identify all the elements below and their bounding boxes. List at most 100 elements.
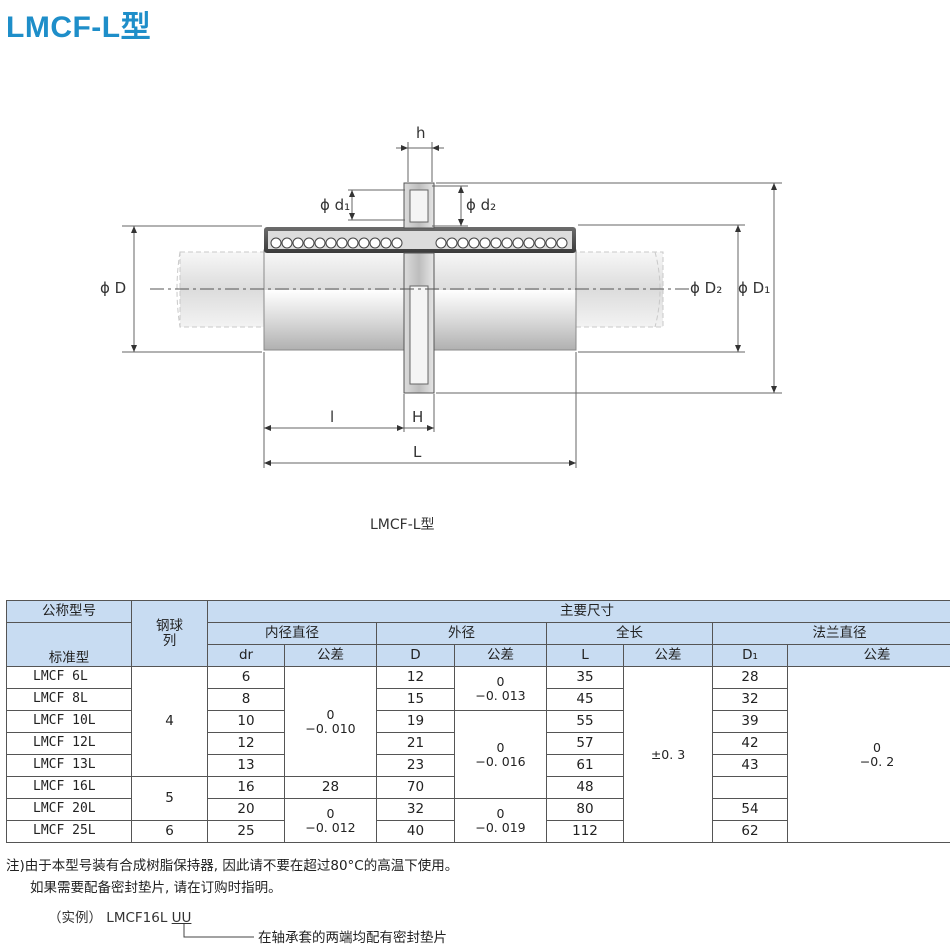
table-row: LMCF 13L 13 23 61 43 — [6, 754, 950, 777]
dr-cell: 6 — [207, 666, 285, 689]
model-cell: LMCF 20L — [6, 798, 132, 821]
balls-cell: 5 — [131, 776, 208, 821]
balls-cell: 4 — [131, 666, 208, 777]
table-row: LMCF 16L 5 16 28 70 48 — [6, 776, 950, 821]
L-cell: 57 — [546, 732, 624, 755]
header-L-tol: 公差 — [623, 644, 713, 667]
D-cell: 21 — [376, 732, 455, 755]
D1-cell: 32 — [712, 688, 788, 711]
L-cell: 55 — [546, 710, 624, 733]
ball — [292, 237, 304, 249]
ball — [490, 237, 502, 249]
ball — [325, 237, 337, 249]
model-cell: LMCF 25L — [6, 820, 132, 843]
D-tol-cell: 0−0. 013 — [454, 666, 547, 711]
arrowheads — [131, 145, 777, 466]
ball — [534, 237, 546, 249]
D-cell: 23 — [376, 754, 455, 777]
ball — [512, 237, 524, 249]
ball — [435, 237, 447, 249]
dimension-lines — [122, 142, 782, 468]
ball — [501, 237, 513, 249]
D-cell: 19 — [376, 710, 455, 733]
D1-cell: 28 — [712, 666, 788, 689]
model-cell: LMCF 8L — [6, 688, 132, 711]
dim-label-d2: ϕ d₂ — [466, 196, 496, 214]
D-cell: 12 — [376, 666, 455, 689]
order-example: （实例） LMCF16L UU — [48, 906, 191, 926]
ball — [468, 237, 480, 249]
ball — [314, 237, 326, 249]
dim-label-h: h — [416, 124, 426, 142]
dr-cell: 12 — [207, 732, 285, 755]
header-nominal: 公称型号 — [6, 600, 132, 623]
D-cell: 15 — [376, 688, 455, 711]
L-cell: 112 — [546, 820, 624, 843]
D1-cell: 62 — [712, 820, 788, 843]
header-dr-tol: 公差 — [284, 644, 377, 667]
dr-cell: 20 — [207, 798, 285, 821]
dim-label-H: H — [412, 408, 423, 426]
D1-cell: 54 — [712, 798, 788, 821]
note-line-2: 如果需要配备密封垫片, 请在订购时指明。 — [30, 880, 282, 896]
D-tol-cell: 0−0. 016 — [454, 710, 547, 799]
L-cell: 80 — [546, 798, 624, 821]
example-suffix: UU — [171, 910, 192, 926]
dr-cell: 25 — [207, 820, 285, 843]
L-cell: 70 — [376, 776, 455, 799]
example-description: 在轴承套的两端均配有密封垫片 — [258, 930, 447, 946]
ball — [545, 237, 557, 249]
figure-caption: LMCF-L型 — [370, 517, 435, 533]
ball — [446, 237, 458, 249]
ball — [523, 237, 535, 249]
dr-cell: 13 — [207, 754, 285, 777]
header-balls: 钢球列 — [131, 600, 208, 667]
example-prefix: （实例） — [48, 910, 102, 926]
dr-tol-cell: 0−0. 012 — [284, 798, 377, 843]
D-cell: 40 — [376, 820, 455, 843]
dim-label-D2: ϕ D₂ — [690, 279, 722, 297]
ball — [457, 237, 469, 249]
dr-cell: 10 — [207, 710, 285, 733]
D-cell: 28 — [284, 776, 377, 799]
dr-cell: 8 — [207, 688, 285, 711]
L-tol-cell: ±0. 3 — [623, 666, 713, 843]
L-cell: 45 — [546, 688, 624, 711]
header-D: D — [376, 644, 455, 667]
ball — [336, 237, 348, 249]
D1-tol-cell: 0−0. 2 — [787, 666, 950, 843]
D1-cell: 48 — [546, 776, 624, 799]
header-standard: 标准型 — [6, 622, 132, 667]
ball-sleeve — [264, 227, 576, 253]
header-dr: dr — [207, 644, 285, 667]
ball — [369, 237, 381, 249]
model-cell: LMCF 10L — [6, 710, 132, 733]
ball — [303, 237, 315, 249]
flange — [403, 182, 435, 394]
dim-label-d1: ϕ d₁ — [320, 196, 350, 214]
model-cell: LMCF 12L — [6, 732, 132, 755]
header-flange-dia: 法兰直径 — [712, 622, 950, 645]
D1-cell: 42 — [712, 732, 788, 755]
dim-label-D: ϕ D — [100, 279, 126, 297]
D1-cell: 39 — [712, 710, 788, 733]
header-inner-dia: 内径直径 — [207, 622, 377, 645]
dim-label-L: L — [413, 443, 422, 461]
table-row: LMCF 12L 12 21 57 42 — [6, 732, 950, 755]
table-row: LMCF 6L 4 6 0−0. 010 12 0−0. 013 35 ±0. … — [6, 666, 950, 843]
model-cell: LMCF 13L — [6, 754, 132, 777]
L-cell: 61 — [546, 754, 624, 777]
example-model: LMCF16L — [106, 910, 168, 926]
model-cell: LMCF 6L — [6, 666, 132, 689]
table-row: LMCF 8L 8 15 45 32 — [6, 688, 950, 711]
ball — [391, 237, 403, 249]
bearing-drawing: h ϕ d₁ ϕ d₂ ϕ D ϕ D₂ ϕ D₁ l H L — [100, 124, 782, 468]
header-D-tol: 公差 — [454, 644, 547, 667]
table-row: LMCF 20L 20 0−0. 012 32 0−0. 019 80 54 — [6, 798, 950, 843]
dim-label-D1: ϕ D₁ — [738, 279, 770, 297]
model-cell: LMCF 16L — [6, 776, 132, 799]
dr-tol-cell: 0−0. 010 — [284, 666, 377, 777]
header-D1-tol: 公差 — [787, 644, 950, 667]
D1-cell: 43 — [712, 754, 788, 777]
header-L: L — [546, 644, 624, 667]
